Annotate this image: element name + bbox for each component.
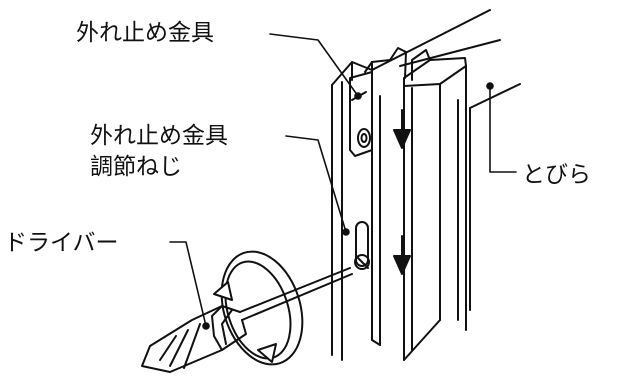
rotation-ring <box>213 250 304 366</box>
down-arrow-upper <box>393 109 411 149</box>
screwdriver <box>141 267 353 373</box>
adjust-screw-slot <box>354 221 370 270</box>
door-panel <box>371 9 521 321</box>
label-adjust-screw-line2: 調節ねじ <box>90 154 182 180</box>
label-adjust-screw-line1: 外れ止め金具 <box>90 123 228 149</box>
leader-lines <box>169 33 517 330</box>
label-door: とびら <box>522 162 591 188</box>
label-stopper-fitting: 外れ止め金具 <box>76 20 214 46</box>
frame-rail <box>331 47 407 361</box>
down-arrow-lower <box>393 235 411 275</box>
door-stile <box>403 49 467 361</box>
stopper-fitting <box>349 71 373 157</box>
label-screwdriver: ドライバー <box>4 230 119 256</box>
